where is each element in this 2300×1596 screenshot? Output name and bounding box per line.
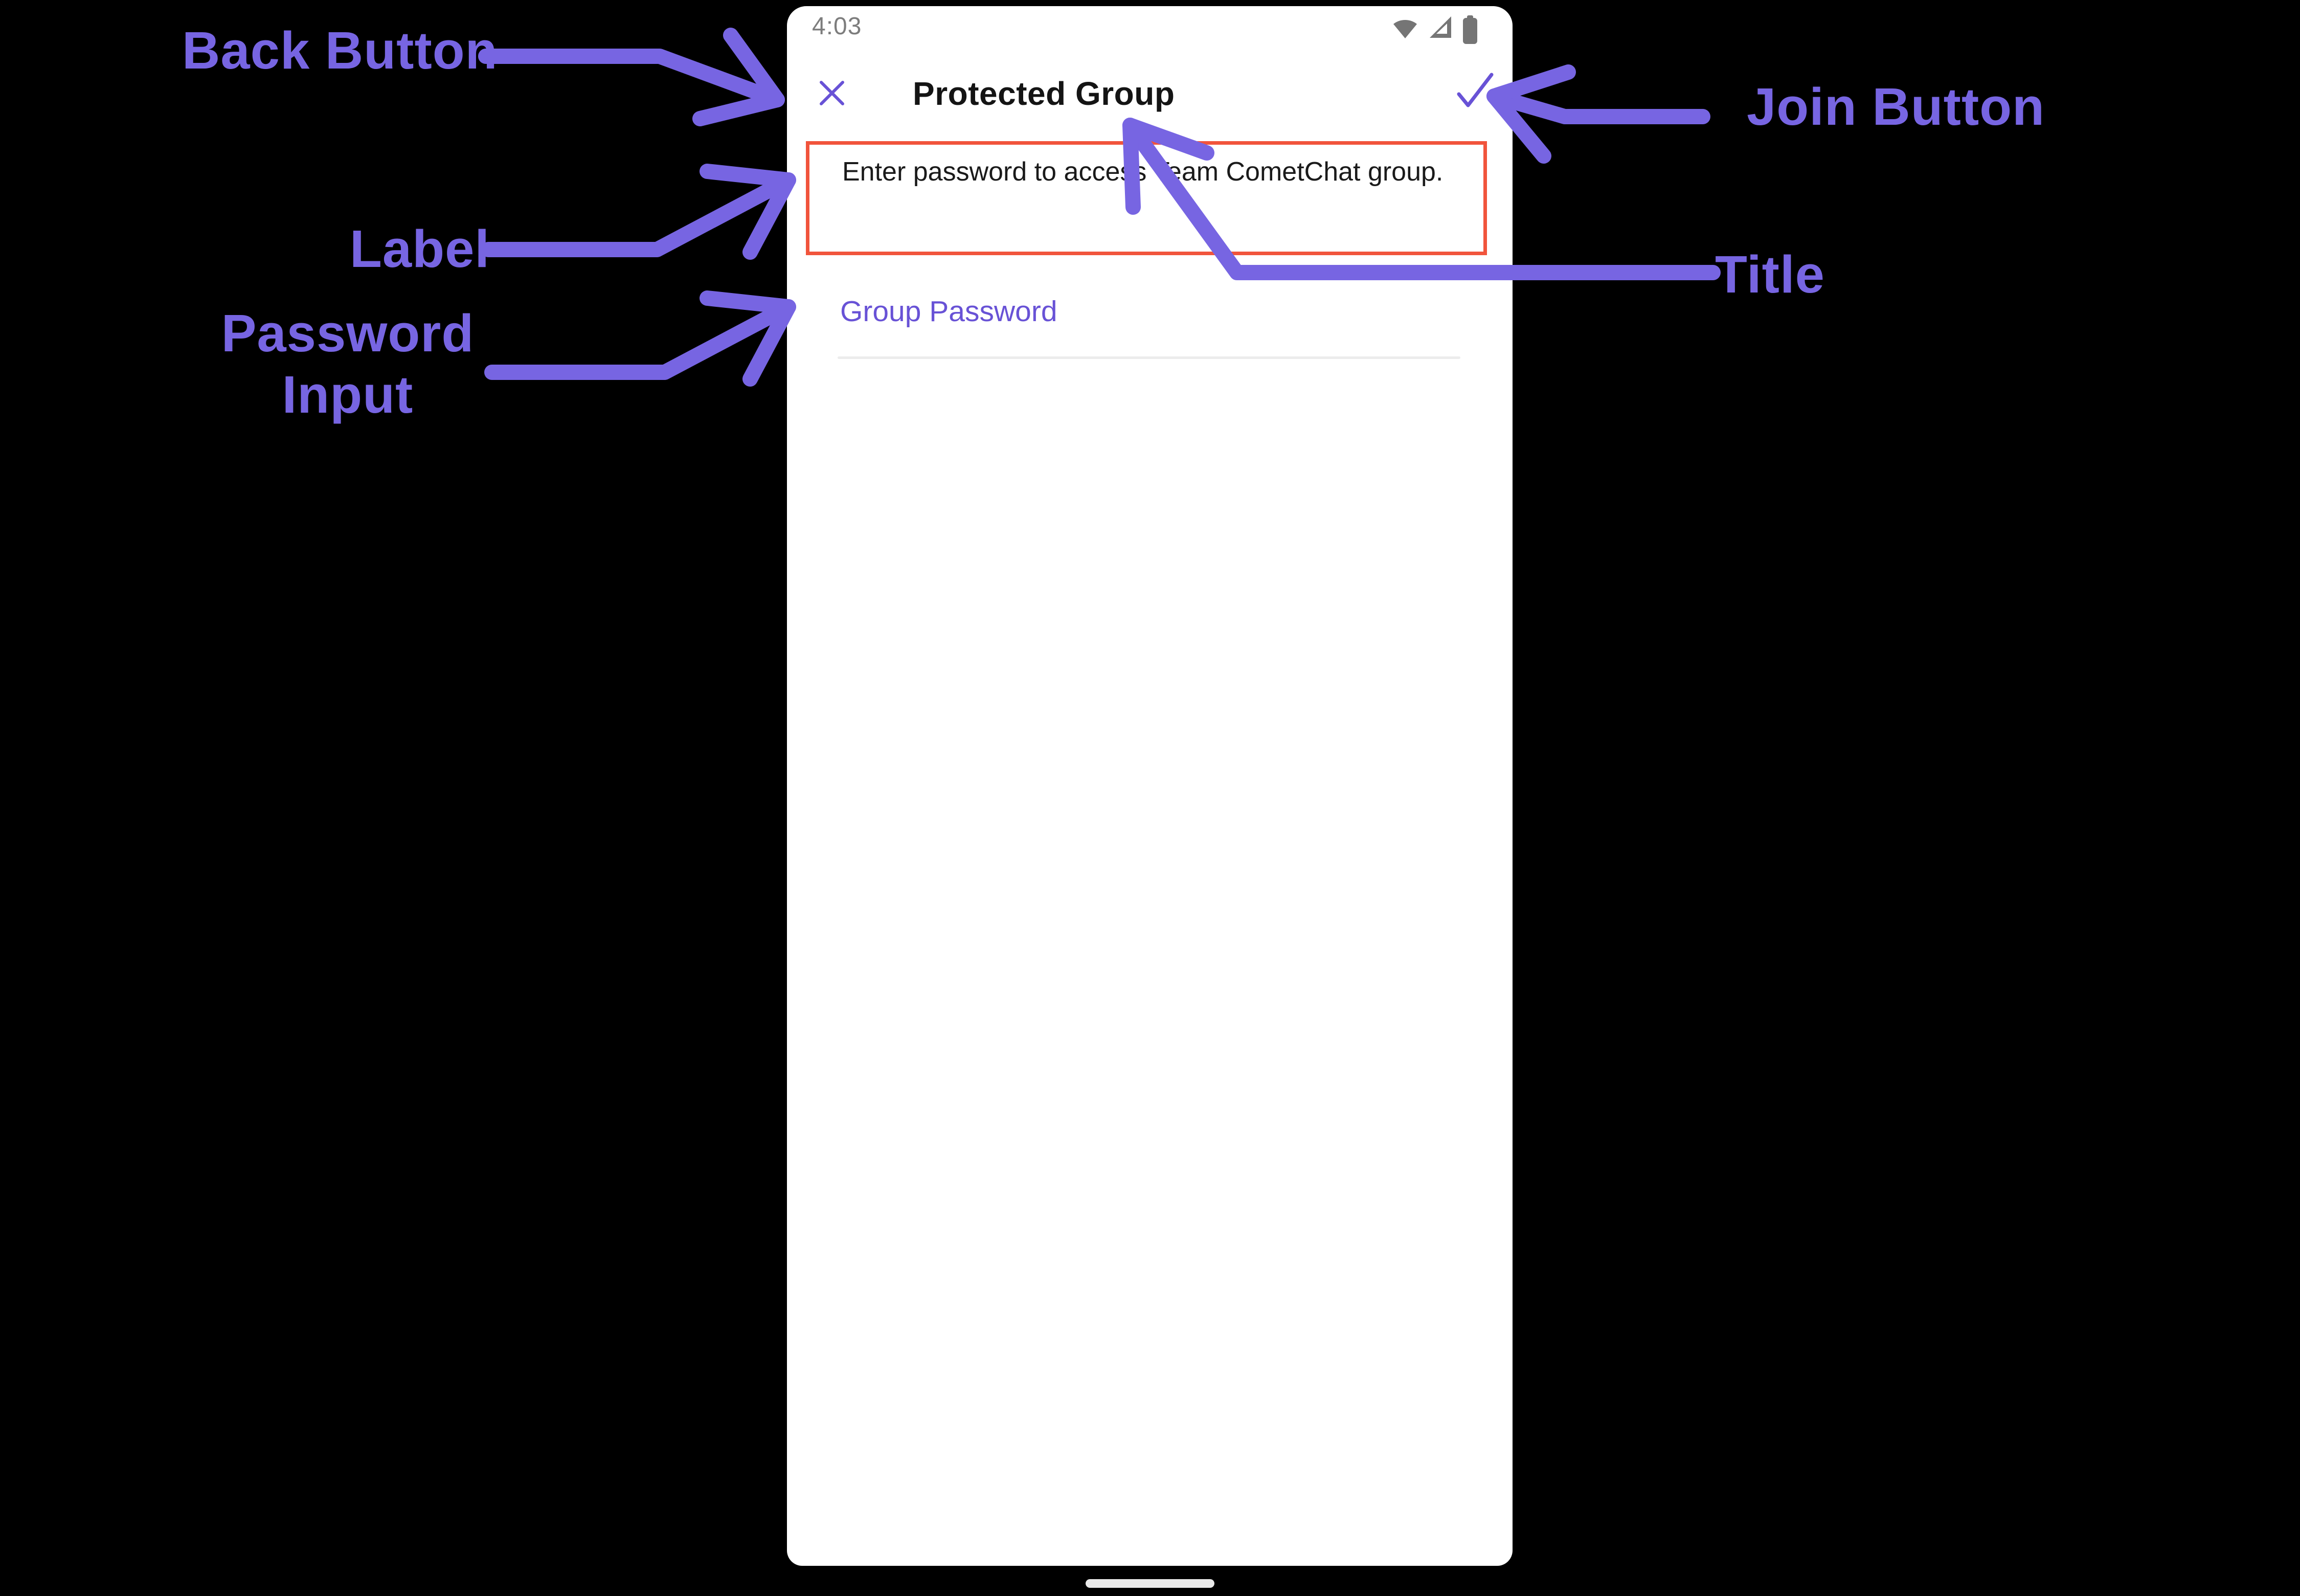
battery-icon — [1461, 14, 1479, 45]
close-x-icon — [817, 81, 847, 110]
back-close-button[interactable] — [817, 78, 847, 108]
page-title: Protected Group — [913, 75, 1175, 112]
home-indicator-bar[interactable] — [1086, 1579, 1214, 1588]
annotation-back-button: Back Button — [182, 21, 498, 80]
group-password-input[interactable]: Group Password — [838, 293, 1462, 359]
group-password-placeholder: Group Password — [840, 295, 1057, 328]
password-prompt-label: Enter password to access Team CometChat … — [842, 157, 1444, 187]
join-button-arrow — [1486, 64, 1710, 164]
annotation-label: Label — [350, 219, 490, 278]
cellular-signal-icon — [1428, 14, 1453, 40]
annotation-password-input: Password Input — [221, 304, 475, 424]
status-bar-icons — [1391, 14, 1479, 45]
back-button-arrow — [478, 28, 785, 126]
annotation-join-button: Join Button — [1747, 77, 2045, 136]
status-bar-time: 4:03 — [812, 13, 862, 40]
label-arrow — [481, 164, 796, 260]
password-input-arrow — [484, 290, 796, 387]
phone-screen: 4:03 — [787, 6, 1513, 1566]
join-confirm-button[interactable] — [1452, 68, 1498, 114]
input-underline — [838, 356, 1460, 359]
wifi-icon — [1391, 14, 1419, 40]
annotation-title: Title — [1715, 245, 1825, 304]
password-prompt-highlight-box: Enter password to access Team CometChat … — [806, 141, 1487, 255]
checkmark-icon — [1452, 73, 1498, 115]
